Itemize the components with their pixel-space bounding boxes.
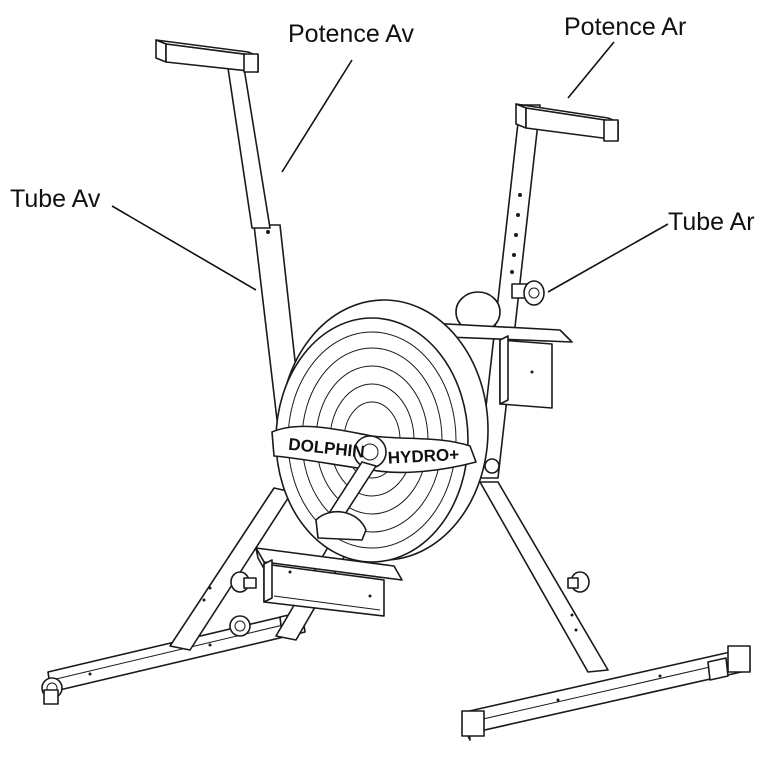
label-tube-av: Tube Av <box>10 185 101 213</box>
leader-tube-av <box>111 205 257 291</box>
front-base-bar <box>41 611 306 705</box>
label-potence-ar: Potence Ar <box>564 13 687 41</box>
label-tube-ar: Tube Ar <box>668 208 755 236</box>
crank-cover: DOLPHIN HYDRO+ <box>271 425 500 474</box>
label-potence-av: Potence Av <box>288 20 415 48</box>
rear-upright <box>477 103 619 673</box>
leader-tube-ar <box>547 223 669 293</box>
leader-potence-ar <box>567 41 615 99</box>
rear-base-bar <box>461 645 751 741</box>
front-pedal <box>255 511 403 617</box>
leader-lines <box>111 41 669 293</box>
crank-cover-right-text: HYDRO+ <box>387 445 459 468</box>
leader-potence-av <box>281 59 353 173</box>
